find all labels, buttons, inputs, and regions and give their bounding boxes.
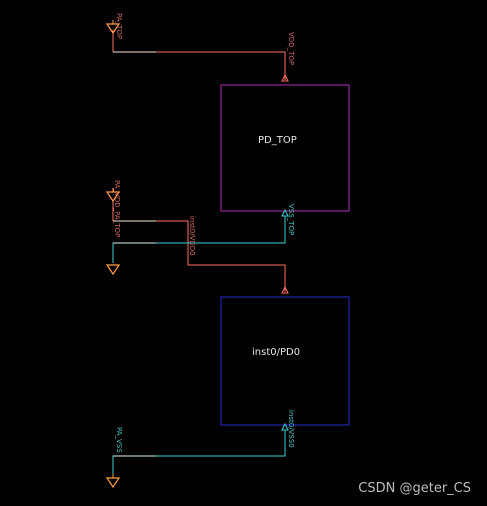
inst0-vdd0-pin-label: inst0/VDD0: [188, 216, 196, 256]
inst0-block[interactable]: [220, 296, 350, 426]
pd-top-block[interactable]: [220, 84, 350, 212]
pa-vss-port-symbol[interactable]: [105, 477, 121, 489]
watermark: CSDN @geter_CS: [358, 481, 471, 496]
pa-vss-net-wire[interactable]: [112, 430, 286, 475]
vss-top-pin-arrow[interactable]: [281, 208, 289, 217]
pd-top-block-title: PD_TOP: [258, 135, 297, 146]
pa-top-port-label: PA_TOP: [115, 13, 123, 39]
pa-vdd-net-wire[interactable]: [112, 200, 286, 292]
pa-vss-port-label: PA_VSS: [115, 427, 123, 453]
vdd-top-pin-arrow[interactable]: [281, 73, 289, 82]
vss-top-ground-symbol[interactable]: [105, 264, 121, 276]
inst0-block-title: inst0/PD0: [252, 347, 300, 358]
vss-top-net-wire[interactable]: [112, 216, 286, 263]
inst0-vss0-pin-label: inst0/VSS0: [287, 410, 295, 448]
inst0-vss0-pin-arrow[interactable]: [281, 422, 289, 431]
inst0-vdd0-pin-arrow[interactable]: [281, 285, 289, 294]
pa-top-net-wire[interactable]: [112, 30, 286, 80]
vss-top-pin-label: VSS_TOP: [287, 204, 295, 235]
pa-vdd-port-label: PA_VDD_PA_TOP: [113, 180, 121, 237]
vdd-top-pin-label: VDD_TOP: [287, 32, 295, 65]
